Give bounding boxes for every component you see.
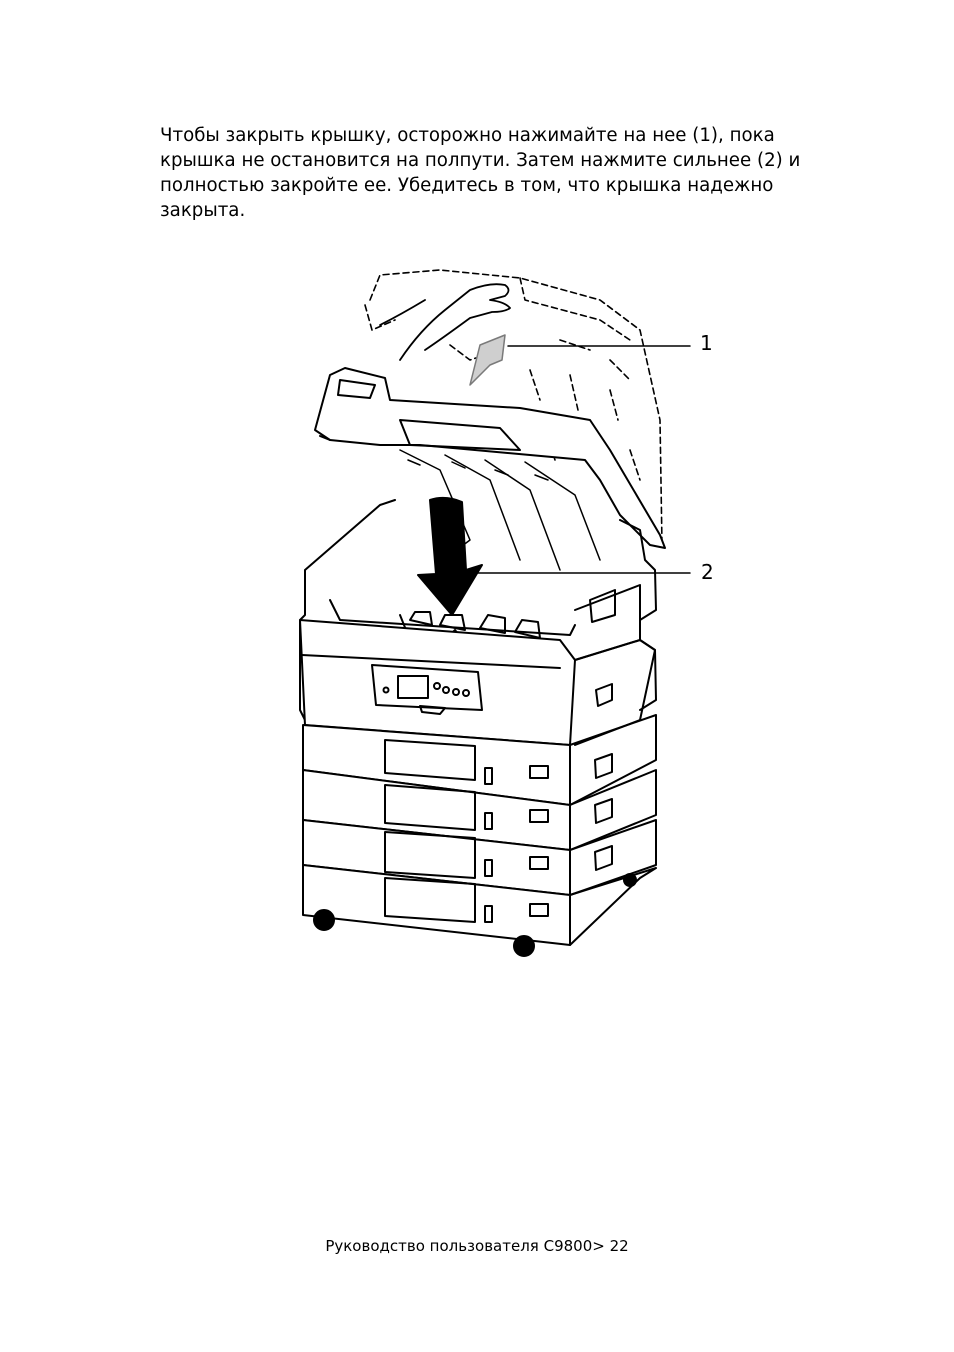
- push-arrow-icon: [469, 334, 506, 386]
- caster-wheel: [313, 909, 335, 931]
- press-arrow-icon: [417, 496, 483, 616]
- hand-icon: [379, 283, 511, 361]
- paper-trays: [302, 714, 657, 946]
- page-footer: Руководство пользователя C9800> 22: [325, 1237, 629, 1255]
- instruction-line: закрыта.: [160, 200, 246, 221]
- instruction-paragraph: Чтобы закрыть крышку, осторожно нажимайт…: [160, 123, 850, 223]
- printer-body: [299, 499, 657, 957]
- callout-label-2: 2: [701, 560, 714, 584]
- image-drums: [399, 449, 601, 571]
- caster-wheel: [513, 935, 535, 957]
- printer-cover-illustration: [299, 269, 691, 957]
- instruction-line: крышка не остановится на полпути. Затем …: [160, 150, 801, 171]
- instruction-line: полностью закройте ее. Убедитесь в том, …: [160, 175, 774, 196]
- caster-wheel: [623, 873, 637, 887]
- half-closed-cover: [314, 367, 666, 549]
- instruction-line: Чтобы закрыть крышку, осторожно нажимайт…: [160, 125, 775, 146]
- callout-label-1: 1: [700, 331, 713, 355]
- operator-panel: [371, 664, 483, 715]
